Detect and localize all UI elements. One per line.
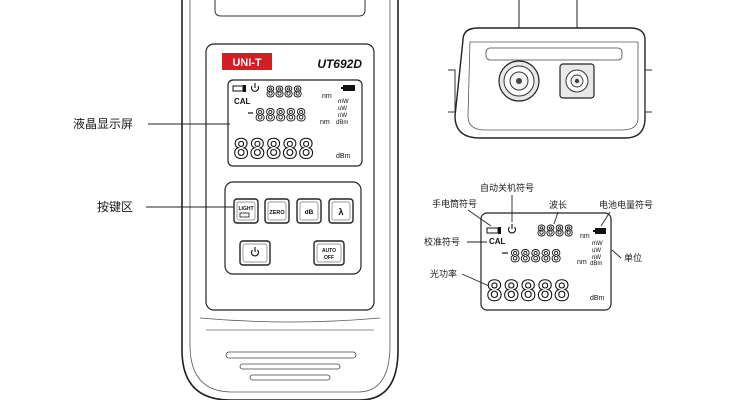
legend-flashlight-icon <box>486 227 501 234</box>
zero-key[interactable]: ZERO <box>264 198 290 224</box>
label-flashlight-symbol: 手电筒符号 <box>432 198 477 210</box>
label-unit: 单位 <box>624 252 642 264</box>
lcd-unit-nm-2: nm <box>320 119 330 126</box>
legend-unit-dbm: dBm <box>590 261 602 267</box>
lcd-unit-uw: uW <box>338 106 347 112</box>
lcd-unit-nw: nW <box>338 113 347 119</box>
auto-off-line2: OFF <box>324 255 334 261</box>
lcd-legend: CAL 8888 nm mW uW nW 88888 nm dBm 88888 … <box>480 212 612 311</box>
legend-unit-nm-2: nm <box>577 259 587 266</box>
callout-lcd-screen: 液晶显示屏 <box>73 116 133 131</box>
db-key-label: dB <box>305 209 314 216</box>
lcd-digits-5-big: 88888 <box>233 134 314 165</box>
legend-digits-5-big: 88888 <box>486 274 570 307</box>
lcd-unit-nm: nm <box>322 93 332 100</box>
round-optical-port <box>498 60 540 102</box>
lcd-cal: CAL <box>234 97 251 106</box>
light-key-label: LIGHT <box>239 206 254 212</box>
lcd-digits-4: 8888 <box>266 83 302 101</box>
legend-unit-uw: uW <box>592 248 601 254</box>
lcd-unit-mw: mW <box>338 99 349 105</box>
power-key-icon <box>250 249 260 257</box>
legend-digits-4: 8888 <box>537 222 573 240</box>
lambda-key[interactable]: λ <box>328 198 354 224</box>
legend-unit-mw: mW <box>592 241 603 247</box>
flashlight-icon <box>232 85 246 92</box>
legend-power-icon <box>507 224 517 234</box>
callout-keypad: 按键区 <box>97 200 133 214</box>
lcd-digits-5-mid: 88888 <box>255 106 306 126</box>
flashlight-key-icon <box>239 212 250 218</box>
auto-off-line1: AUTO <box>322 248 336 254</box>
lcd-unit-dbm: dBm <box>336 120 348 126</box>
battery-icon <box>341 85 355 91</box>
legend-unit-dbm-big: dBm <box>590 295 605 302</box>
unit-logo: UNI-T <box>222 53 272 70</box>
lcd-unit-dbm-big: dBm <box>336 153 351 160</box>
device-lcd: CAL 8888 nm mW uW nW 88888 nm dBm 88888 … <box>227 79 363 167</box>
label-optical-power: 光功率 <box>430 268 457 280</box>
label-auto-off-symbol: 自动关机符号 <box>480 182 534 194</box>
square-optical-port <box>559 63 595 99</box>
legend-cal: CAL <box>489 237 506 246</box>
label-calibration-symbol: 校准符号 <box>424 236 460 248</box>
label-wavelength: 波长 <box>549 199 567 211</box>
light-key[interactable]: LIGHT <box>233 198 259 224</box>
legend-unit-nm: nm <box>580 233 590 240</box>
legend-digits-5-mid: 88888 <box>510 247 561 267</box>
model-label: UT692D <box>317 57 362 71</box>
zero-key-label: ZERO <box>269 210 285 216</box>
power-key[interactable] <box>239 240 271 266</box>
db-key[interactable]: dB <box>296 198 322 224</box>
connector-end-view <box>448 0 652 139</box>
lambda-key-label: λ <box>338 207 343 217</box>
brand-text: UNI-T <box>232 57 262 69</box>
label-battery-symbol: 电池电量符号 <box>599 199 653 211</box>
auto-off-key[interactable]: AUTO OFF <box>313 240 345 266</box>
legend-battery-icon <box>593 228 606 234</box>
legend-unit-nw: nW <box>592 255 601 261</box>
power-icon <box>250 83 260 92</box>
